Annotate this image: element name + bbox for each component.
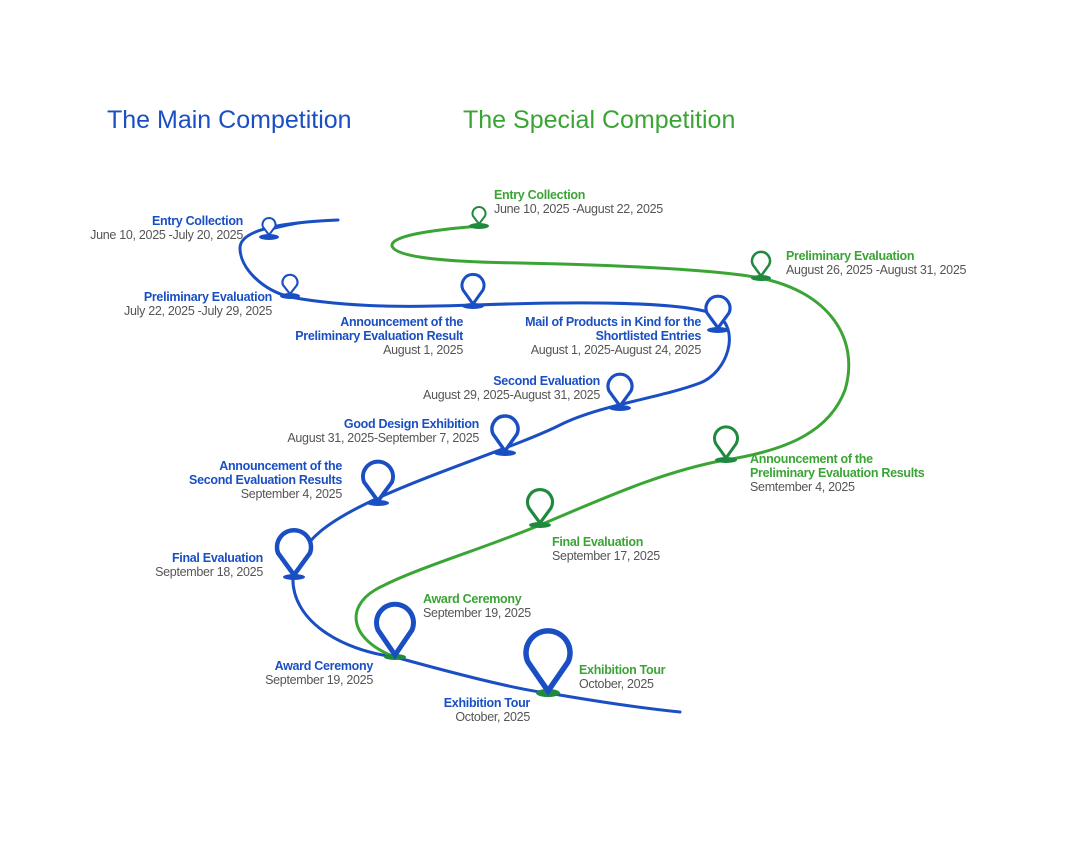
- map-pin-icon: [713, 425, 739, 461]
- main-milestone-good-design-exhibition: Good Design Exhibition August 31, 2025-S…: [287, 417, 479, 445]
- main-milestone-announcement-second: Announcement of the Second Evaluation Re…: [189, 459, 342, 501]
- main-milestone-announcement-preliminary: Announcement of the Preliminary Evaluati…: [295, 315, 463, 357]
- special-milestone-award-ceremony: Award Ceremony September 19, 2025: [423, 592, 531, 620]
- special-milestone-entry-collection: Entry Collection June 10, 2025 -August 2…: [494, 188, 663, 216]
- map-pin-icon: [704, 294, 732, 331]
- main-pins: [261, 217, 732, 696]
- special-competition-heading: The Special Competition: [463, 106, 736, 134]
- main-milestone-entry-collection: Entry Collection June 10, 2025 -July 20,…: [90, 214, 243, 242]
- main-milestone-award-ceremony: Award Ceremony September 19, 2025: [265, 659, 373, 687]
- map-pin-icon: [274, 528, 314, 579]
- special-milestone-exhibition-tour: Exhibition Tour October, 2025: [579, 663, 666, 691]
- map-pin-icon: [523, 628, 573, 696]
- special-milestone-announcement-preliminary: Announcement of the Preliminary Evaluati…: [750, 452, 925, 494]
- main-milestone-mail-products: Mail of Products in Kind for the Shortli…: [525, 315, 701, 357]
- main-timeline-path: [238, 218, 731, 714]
- special-timeline-path: [354, 224, 851, 659]
- main-competition-heading: The Main Competition: [107, 106, 352, 134]
- map-pin-icon: [525, 487, 555, 526]
- main-milestone-exhibition-tour: Exhibition Tour October, 2025: [443, 696, 531, 724]
- special-milestone-final-evaluation: Final Evaluation September 17, 2025: [552, 535, 660, 563]
- map-pin-icon: [471, 206, 487, 226]
- map-pin-icon: [261, 217, 277, 237]
- main-milestone-second-evaluation: Second Evaluation August 29, 2025-August…: [423, 374, 600, 402]
- map-pin-icon: [460, 272, 486, 307]
- map-pin-icon: [490, 414, 520, 455]
- map-pin-icon: [606, 372, 634, 409]
- map-pin-icon: [374, 601, 416, 660]
- map-pin-icon: [281, 273, 299, 296]
- special-milestone-preliminary-evaluation: Preliminary Evaluation August 26, 2025 -…: [786, 249, 967, 277]
- special-pins: [471, 206, 772, 526]
- map-pin-icon: [361, 459, 395, 505]
- main-milestone-preliminary-evaluation: Preliminary Evaluation July 22, 2025 -Ju…: [124, 290, 272, 318]
- map-pin-icon: [750, 250, 772, 279]
- main-milestone-final-evaluation: Final Evaluation September 18, 2025: [155, 551, 263, 579]
